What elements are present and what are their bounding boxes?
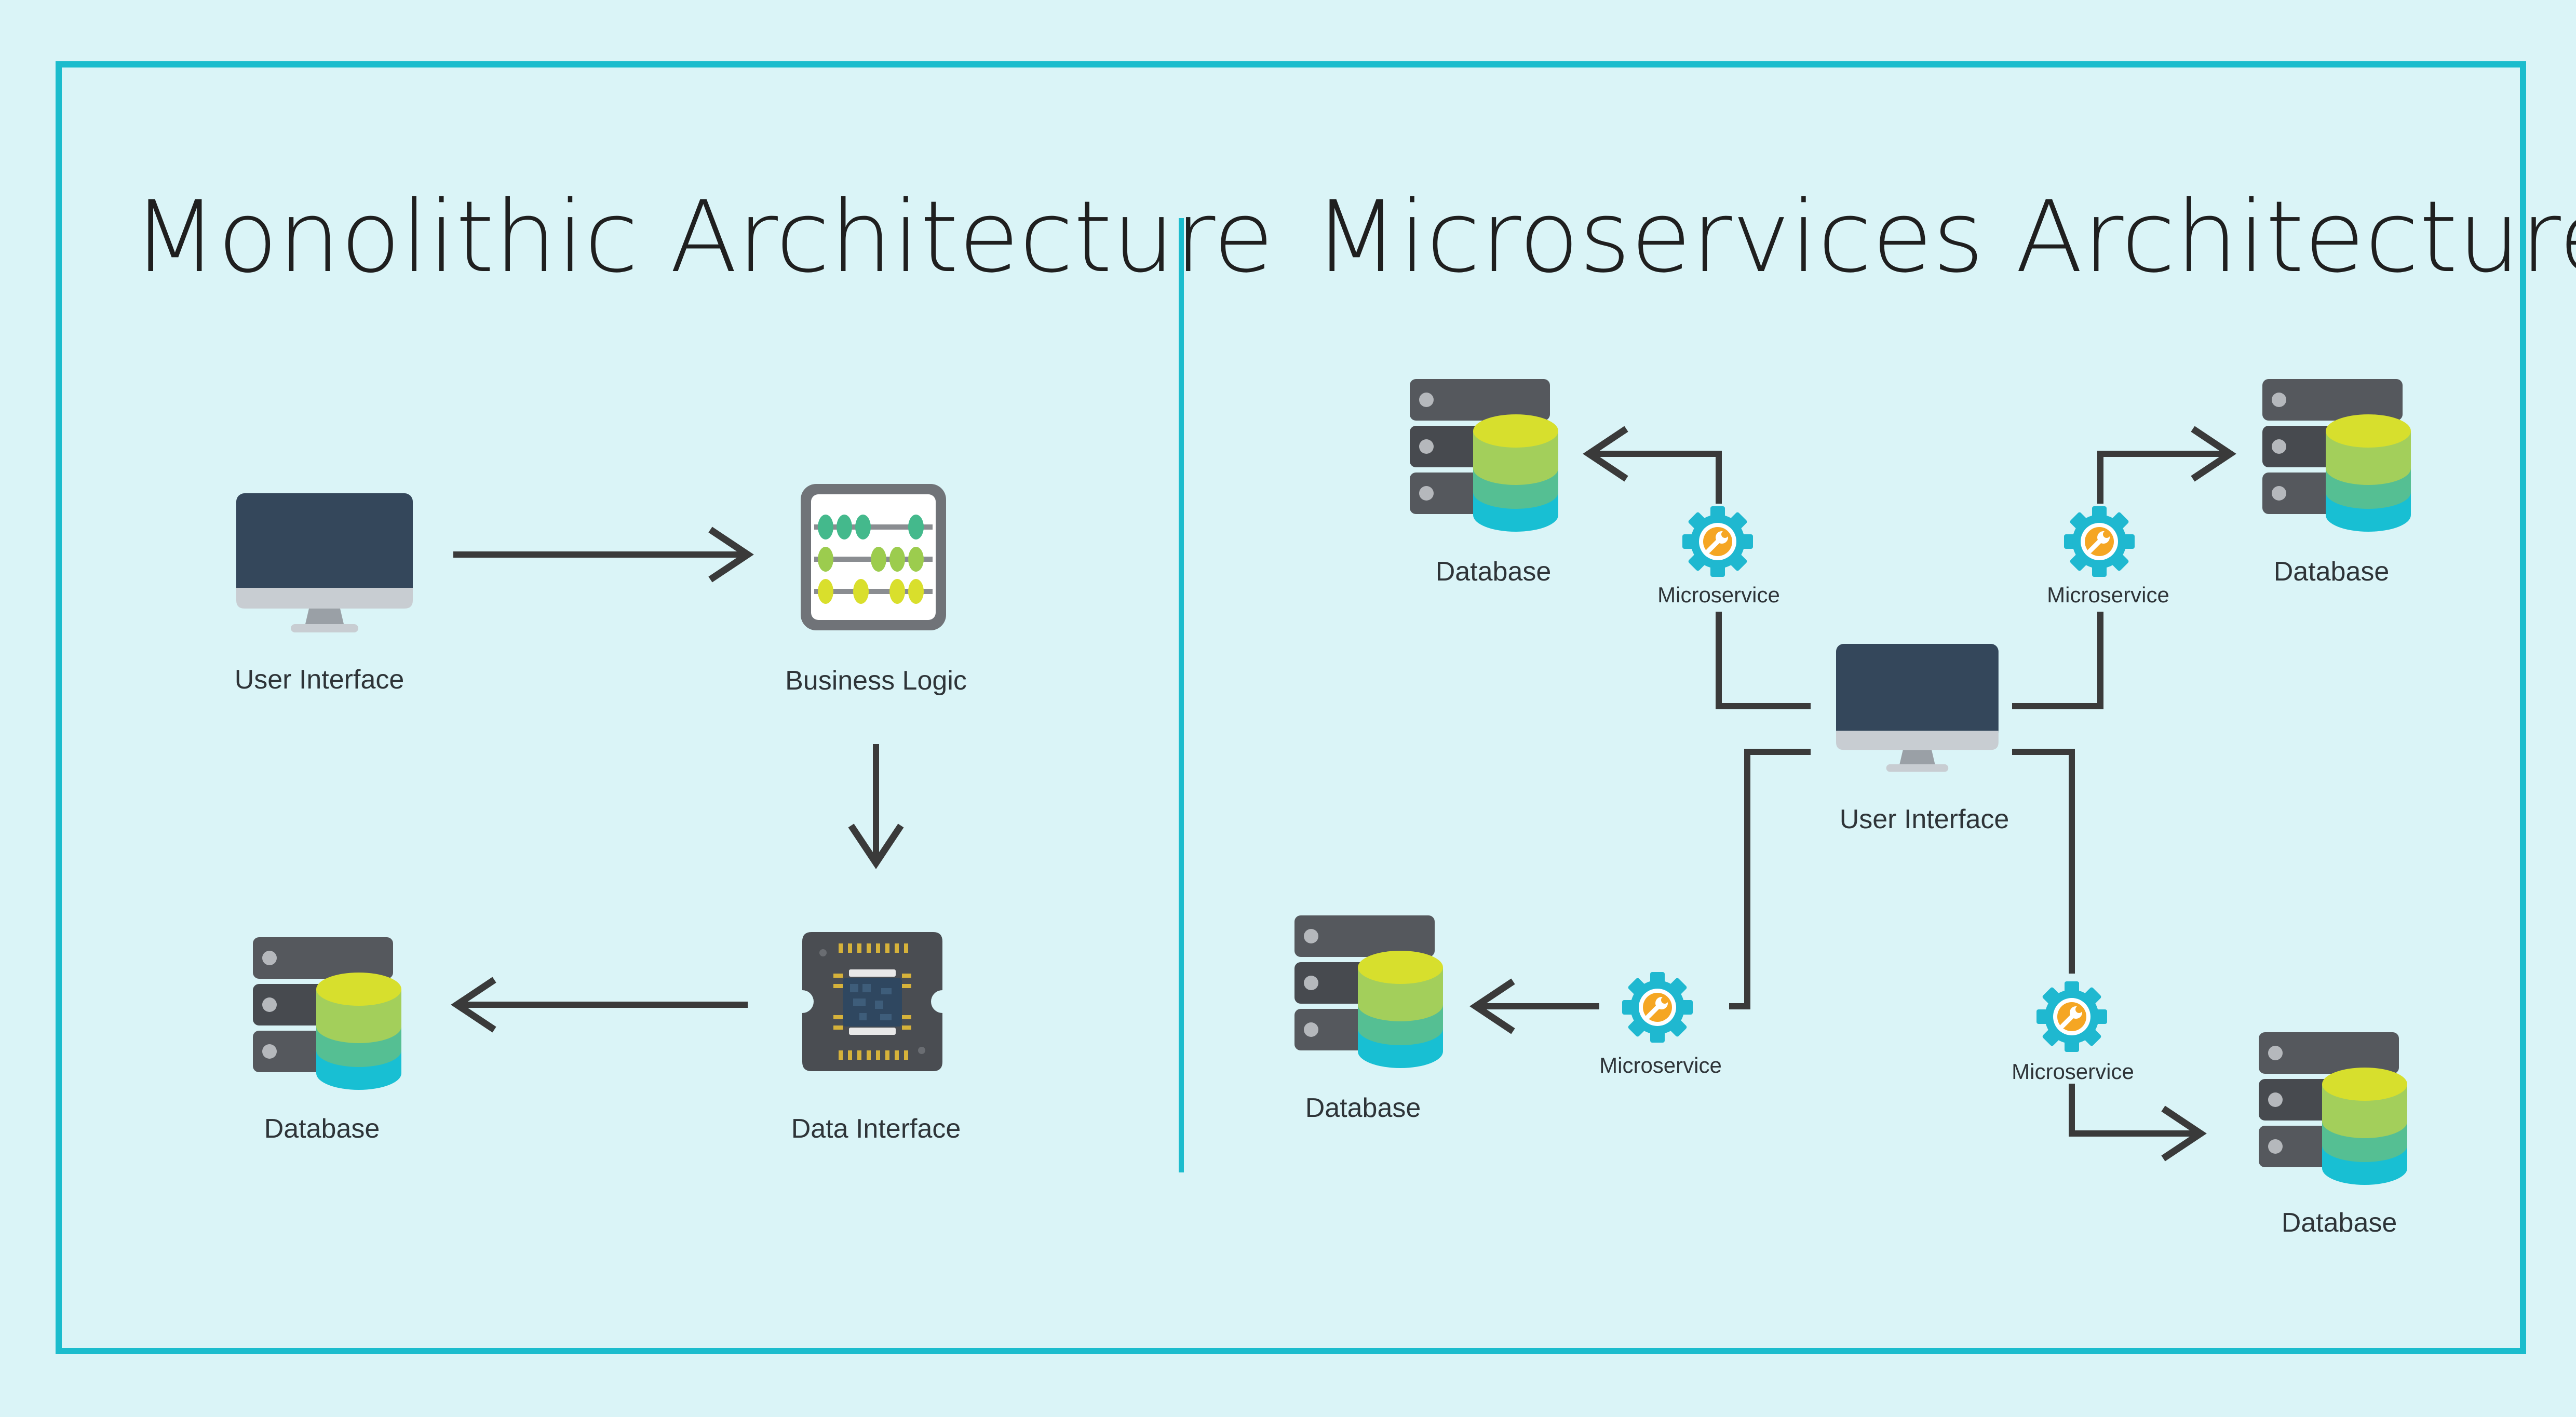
monolithic-user-interface: User Interface xyxy=(235,493,413,695)
user-interface-label: User Interface xyxy=(235,665,404,695)
gear-wrench-icon xyxy=(1682,506,1753,577)
microservice-label: Microservice xyxy=(1599,1053,1722,1077)
abacus-icon xyxy=(801,484,946,630)
business-logic-label: Business Logic xyxy=(785,666,967,696)
gear-wrench-icon xyxy=(1622,972,1693,1043)
database-top-left: Database xyxy=(1410,379,1558,587)
database-top-right: Database xyxy=(2262,379,2411,587)
microservice-node-1: Microservice xyxy=(1654,504,1784,612)
database-label: Database xyxy=(2274,557,2390,587)
microservice-node-4: Microservice xyxy=(2007,974,2137,1084)
monitor-icon xyxy=(1836,644,1999,772)
microservices-section: Microservices Architecture User Interfac… xyxy=(1294,180,2576,1238)
monolithic-database: Database xyxy=(253,937,401,1144)
database-bottom-left: Database xyxy=(1294,915,1443,1123)
microservices-user-interface: User Interface xyxy=(1836,644,2009,834)
connector-ui-to-bottom-right-database xyxy=(2012,749,2207,1162)
database-server-icon xyxy=(2259,1032,2407,1185)
data-interface-label: Data Interface xyxy=(791,1114,961,1144)
database-server-icon xyxy=(2262,379,2411,532)
monolithic-section: Monolithic Architecture User Interface xyxy=(132,180,1274,1144)
chip-icon xyxy=(802,932,942,1071)
gear-wrench-icon xyxy=(2064,506,2135,577)
database-label: Database xyxy=(1305,1093,1421,1123)
microservice-label: Microservice xyxy=(2012,1059,2134,1084)
database-label: Database xyxy=(2282,1208,2397,1238)
monolithic-data-interface: Data Interface xyxy=(791,932,961,1144)
microservices-title: Microservices Architecture xyxy=(1314,180,2576,294)
database-server-icon xyxy=(1294,915,1443,1068)
user-interface-label: User Interface xyxy=(1840,804,2009,834)
database-server-icon xyxy=(253,937,401,1090)
database-label: Database xyxy=(264,1114,380,1144)
database-bottom-right: Database xyxy=(2259,1032,2407,1238)
monitor-icon xyxy=(236,493,413,632)
database-server-icon xyxy=(1410,379,1558,532)
monolithic-title: Monolithic Architecture xyxy=(132,180,1274,294)
microservice-node-2: Microservice xyxy=(2035,504,2169,612)
connector-ui-to-bottom-left-database xyxy=(1469,749,1811,1034)
monolithic-business-logic: Business Logic xyxy=(785,484,967,696)
database-label: Database xyxy=(1436,557,1552,587)
gear-wrench-icon xyxy=(2036,981,2107,1052)
microservice-label: Microservice xyxy=(1657,583,1780,607)
microservice-label: Microservice xyxy=(2047,583,2169,607)
outer-frame xyxy=(56,61,2526,1354)
microservice-node-3: Microservice xyxy=(1599,968,1729,1088)
